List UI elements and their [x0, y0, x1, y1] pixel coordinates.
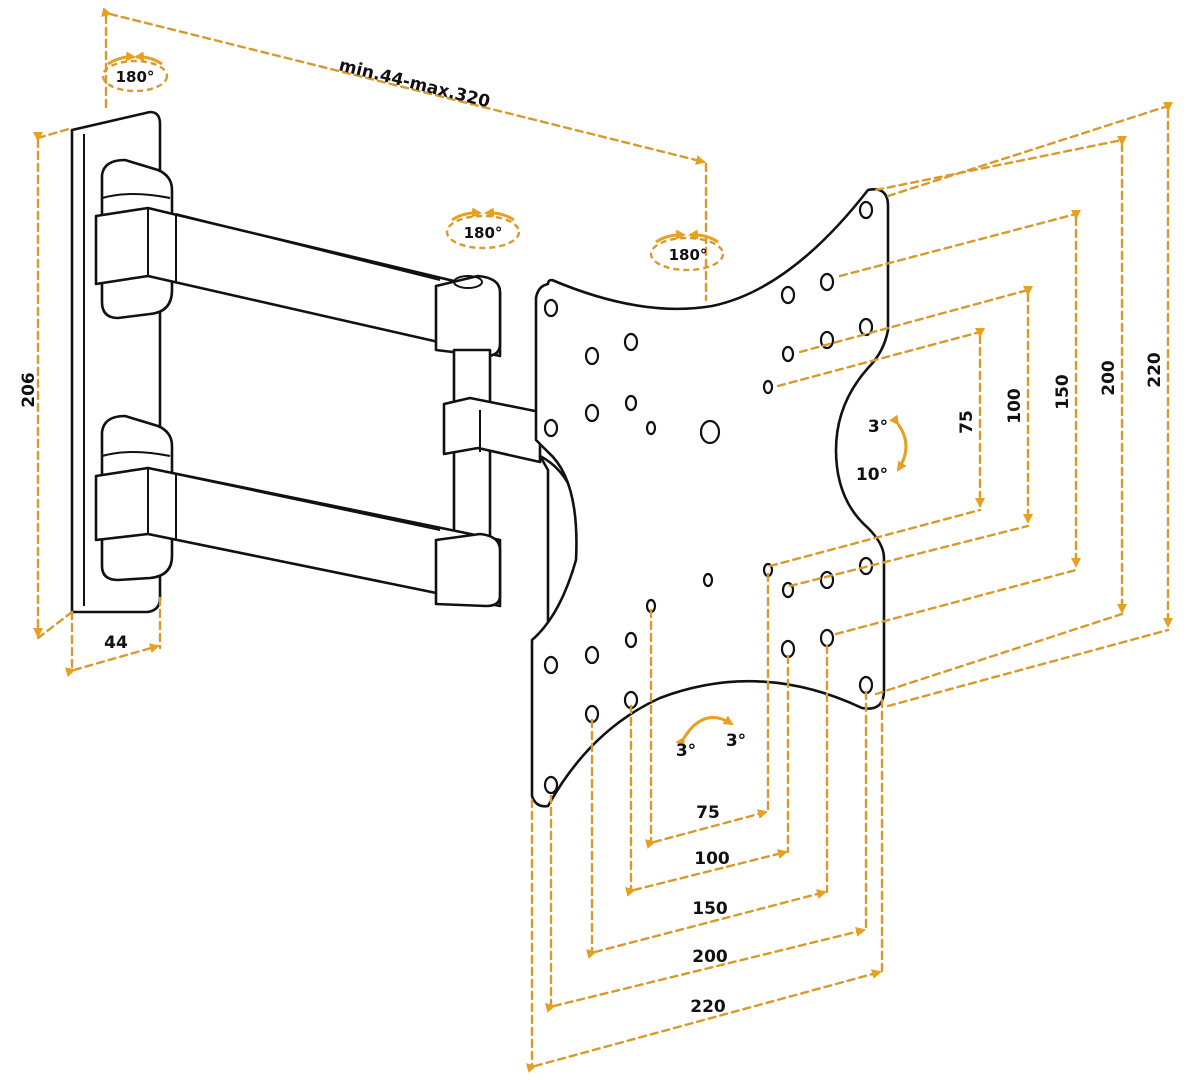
vertical-spacing-200: 200 — [1099, 360, 1119, 396]
tilt-down-label: 10° — [856, 465, 888, 485]
tilt-up-label: 3° — [868, 417, 888, 437]
vertical-spacing-75: 75 — [957, 410, 977, 434]
swivel-right-label: 3° — [726, 731, 746, 751]
upper-arm — [94, 206, 502, 358]
horizontal-spacing-75: 75 — [696, 803, 720, 823]
rotation-label-elbow: 180° — [464, 224, 503, 242]
lower-arm — [94, 466, 502, 608]
swivel-left-label: 3° — [676, 741, 696, 761]
mount-drawing — [70, 110, 890, 808]
vesa-plate — [530, 188, 890, 808]
swivel-indicator — [675, 715, 734, 748]
rotation-indicator-elbow — [445, 207, 521, 250]
rotation-label-plate: 180° — [669, 246, 708, 264]
tilt-indicator — [889, 414, 908, 472]
wall-height-label: 206 — [19, 372, 39, 408]
horizontal-spacing-150: 150 — [692, 899, 728, 919]
rotation-label-top-left: 180° — [116, 68, 155, 86]
dimension-lines — [33, 7, 1173, 1073]
vertical-spacing-100: 100 — [1005, 388, 1025, 424]
plate-holes — [543, 200, 874, 795]
horizontal-spacing-100: 100 — [694, 849, 730, 869]
rotation-indicator-plate — [649, 229, 725, 272]
horizontal-spacing-200: 200 — [692, 947, 728, 967]
wall-depth-label: 44 — [104, 633, 128, 653]
horizontal-spacing-220: 220 — [690, 997, 726, 1017]
vertical-spacing-150: 150 — [1053, 374, 1073, 410]
rotation-indicator-top-left — [101, 51, 169, 93]
pivot-column — [442, 348, 542, 552]
overall-depth-label: min.44-max.320 — [337, 55, 492, 112]
vertical-spacing-220: 220 — [1145, 352, 1165, 388]
